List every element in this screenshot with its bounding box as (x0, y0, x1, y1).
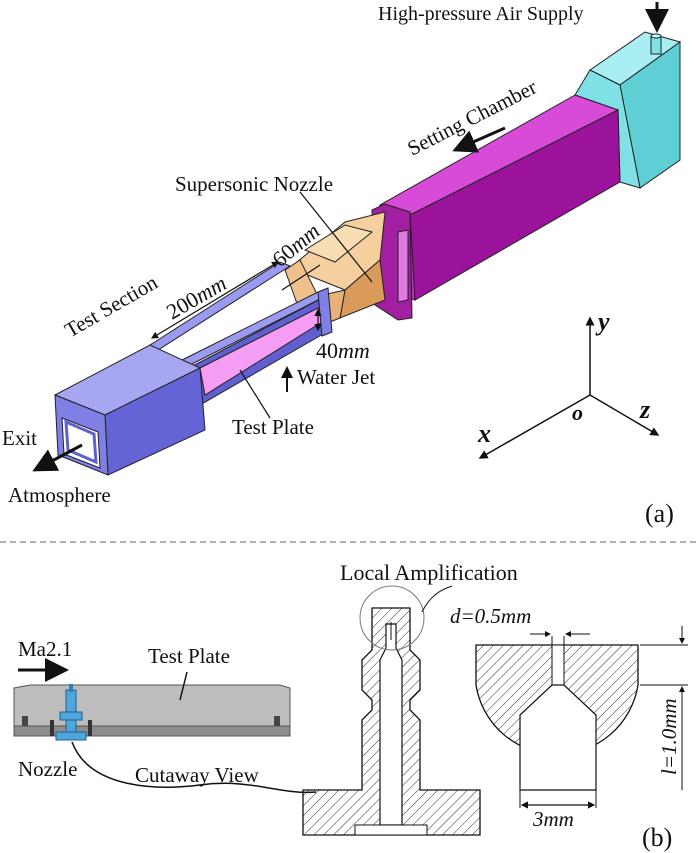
axis-origin-label: o (572, 400, 583, 425)
local-amplification-label: Local Amplification (340, 560, 518, 585)
axis-z-label: z (639, 395, 651, 424)
l-dimension-label: l=1.0mm (657, 698, 681, 775)
panel-a-tag: (a) (645, 499, 674, 528)
annotations-a (32, 2, 669, 472)
d-dimension-label: d=0.5mm (450, 604, 531, 628)
axis-y-label: y (595, 307, 610, 336)
panel-b-tag: (b) (642, 823, 672, 852)
cutaway-label: Cutaway View (135, 763, 260, 787)
dim-40-label: 40mm (316, 338, 370, 363)
panel-a: y x z o High-pressure Air Supply Setting… (2, 2, 682, 528)
test-section-label: Test Section (61, 270, 163, 342)
supersonic-nozzle-label: Supersonic Nozzle (175, 172, 333, 196)
cutaway-section (302, 585, 481, 836)
duct-magenta (371, 94, 621, 321)
water-jet-label: Water Jet (297, 365, 375, 389)
mach-label: Ma2.1 (18, 637, 72, 661)
plate-leader (179, 671, 188, 701)
nozzle-label: Nozzle (18, 757, 77, 781)
nozzle-insert (50, 684, 92, 741)
atmosphere-label: Atmosphere (8, 483, 111, 507)
diameter-label: 3mm (532, 807, 574, 831)
amp-leader (421, 585, 453, 613)
axis-x-label: x (477, 419, 491, 448)
high-pressure-label: High-pressure Air Supply (378, 3, 584, 25)
cutaway-leader (71, 741, 317, 794)
coordinate-axes: y x z o (477, 307, 660, 459)
settling-chamber (574, 31, 682, 189)
test-plate-label-b: Test Plate (148, 644, 230, 668)
test-plate-gray (13, 684, 291, 737)
test-plate-label-a: Test Plate (232, 415, 314, 439)
panel-b: Ma2.1 Test Plate Nozzle Cutaway View (13, 560, 688, 852)
magnified-detail (475, 626, 688, 809)
exit-label: Exit (2, 426, 37, 450)
